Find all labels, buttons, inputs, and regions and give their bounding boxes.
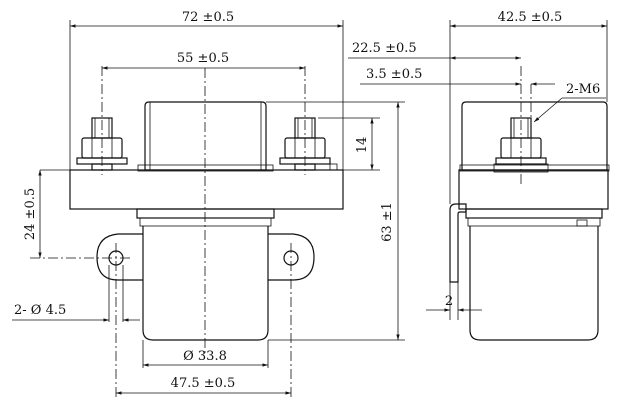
front-view: 72 ±0.5 55 ±0.5 14 24 ±0.5 63 ±1 2- Ø 4.… — [12, 10, 405, 398]
dim-hole-spacing: 47.5 ±0.5 — [171, 376, 236, 391]
dim-height-overall: 63 ±1 — [380, 202, 395, 242]
side-base-plate — [458, 169, 609, 210]
dim-terminal-spacing: 55 ±0.5 — [177, 51, 229, 66]
dim-mount-hole: 2- Ø 4.5 — [14, 303, 66, 318]
dim-terminal-offset-small: 3.5 ±0.5 — [366, 67, 422, 82]
front-base-plate — [69, 169, 344, 210]
side-view: 42.5 ±0.5 22.5 ±0.5 3.5 ±0.5 2-M6 2 — [348, 10, 610, 341]
front-coil-body — [142, 226, 269, 341]
dim-terminal-offset: 22.5 ±0.5 — [352, 41, 417, 56]
dim-mount-height: 24 ±0.5 — [23, 188, 38, 240]
dim-bracket-thickness: 2 — [445, 294, 453, 309]
dim-terminal-height: 14 — [355, 137, 370, 154]
label-thread: 2-M6 — [566, 82, 600, 97]
side-cover — [461, 101, 608, 171]
dim-body-diameter: Ø 33.8 — [183, 349, 227, 364]
front-cover — [144, 101, 267, 171]
side-mount-bracket — [449, 203, 467, 283]
side-coil-body — [469, 226, 599, 341]
front-mount-bracket — [96, 233, 143, 281]
dim-depth-overall: 42.5 ±0.5 — [498, 10, 563, 25]
dim-width-overall: 72 ±0.5 — [182, 10, 234, 25]
front-terminal-right — [279, 117, 338, 171]
